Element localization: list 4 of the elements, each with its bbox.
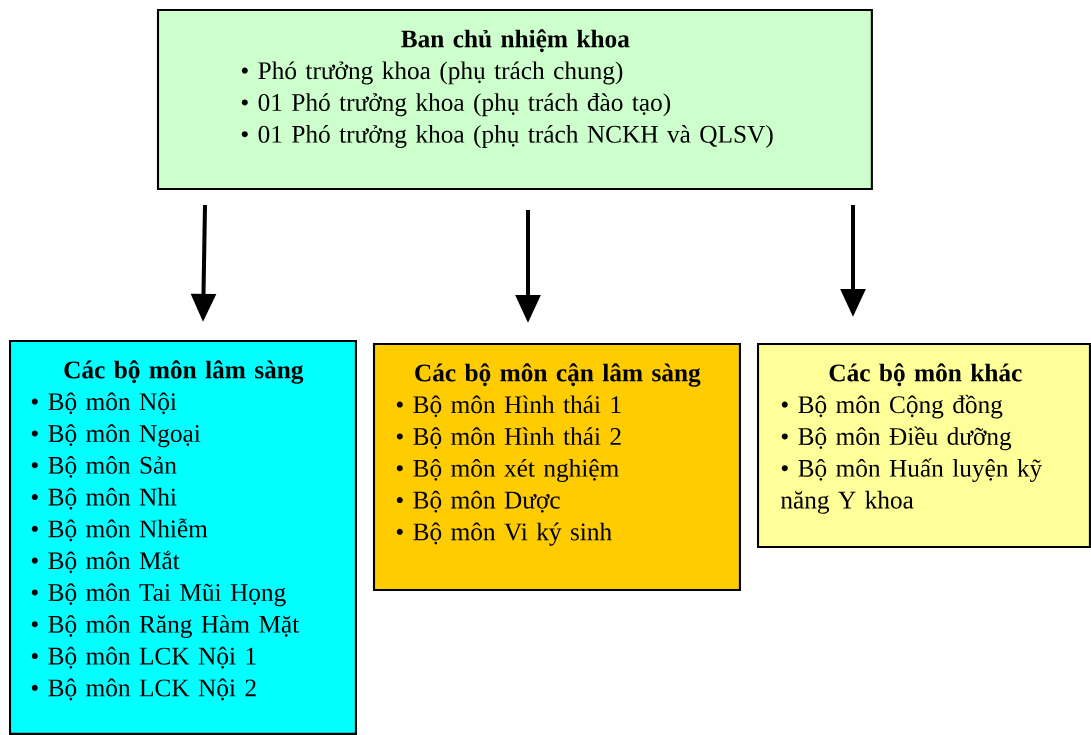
department-box: Các bộ môn lâm sàng • Bộ môn Nội • Bộ môn Ngoại • Bộ môn Sản • Bộ môn Nhi • Bộ môn Nhiễm • Bộ môn Mắt • Bộ môn Tai Mũi Họng • Bộ môn Răng Hàm Mặt • Bộ môn LCK Nội 1 • Bộ môn LCK Nội 2 [8, 339, 357, 735]
department-box: Các bộ môn cận lâm sàng • Bộ môn Hình thái 1 • Bộ môn Hình thái 2 • Bộ môn xét nghiệm • Bộ môn Dược • Bộ môn Vi ký sinh [372, 342, 741, 591]
department-box: Các bộ môn khác • Bộ môn Cộng đồng • Bộ môn Điều dưỡng • Bộ môn Huấn luyện kỹ năng Y khoa [756, 342, 1091, 549]
department-box: Ban chủ nhiệm khoa • Phó trưởng khoa (phụ trách chung) • 01 Phó trưởng khoa (phụ trách đào tạo) • 01 Phó trưởng khoa (phụ trách NCKH và QLSV) [156, 8, 873, 191]
